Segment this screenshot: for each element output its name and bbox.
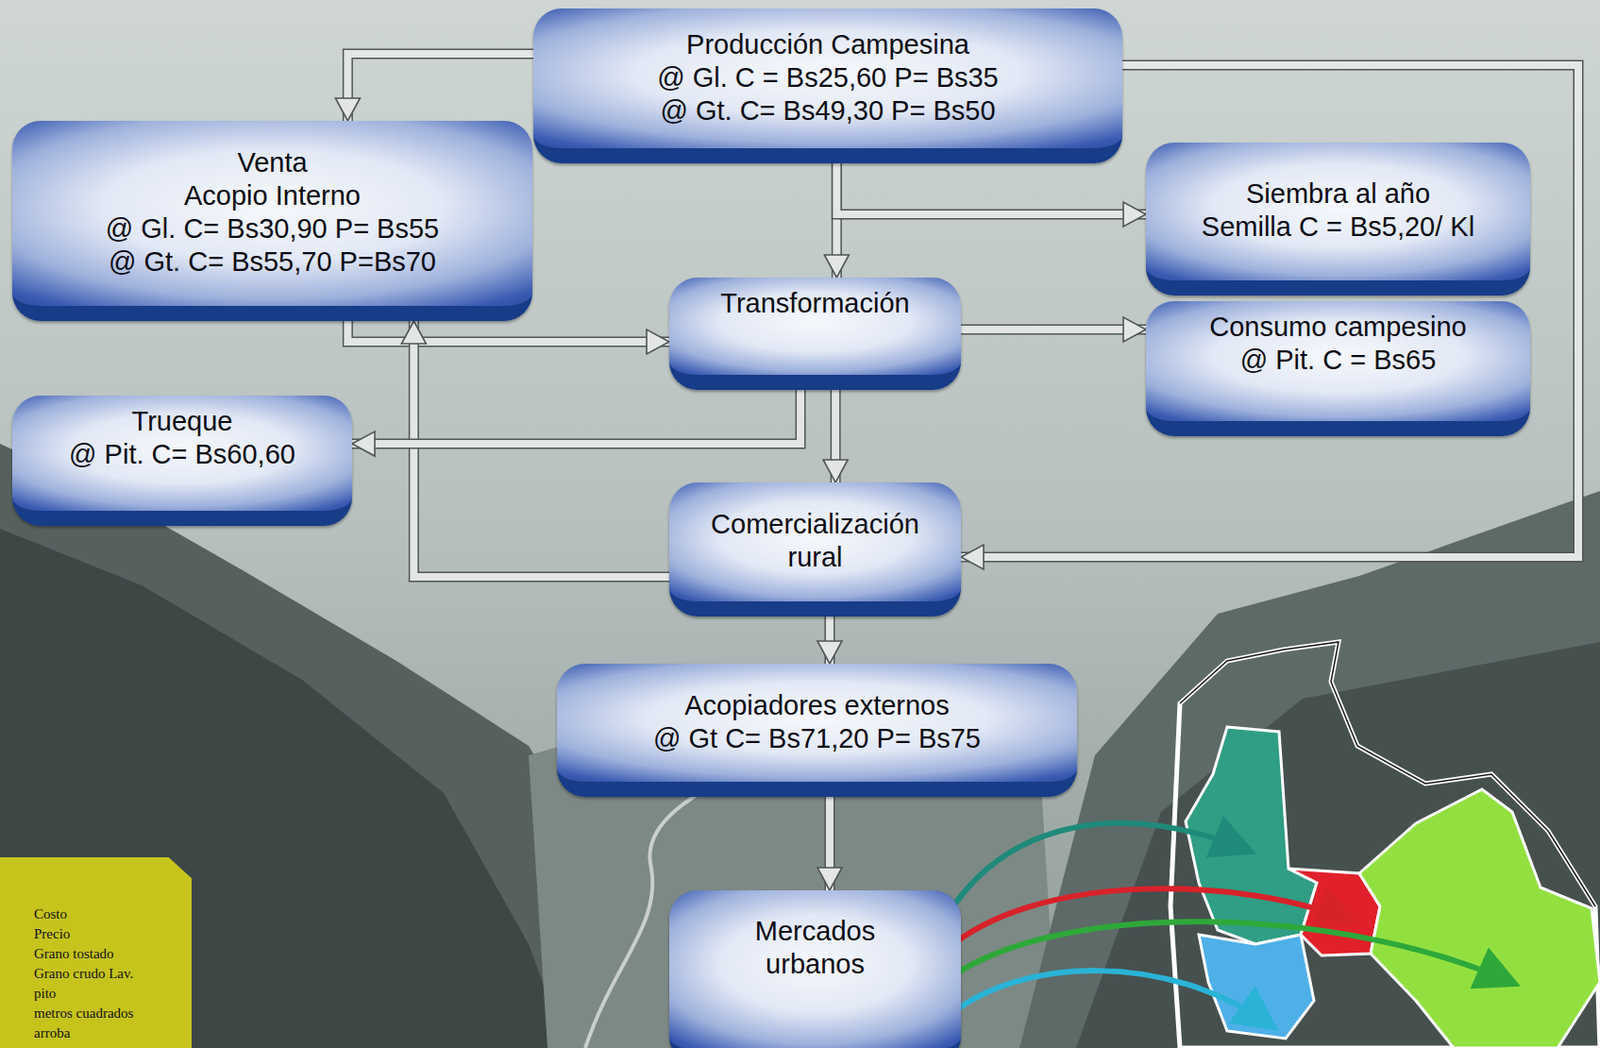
- connector-outline: [347, 320, 670, 342]
- node-text: arroba: [33, 1023, 70, 1044]
- node-text: Siembra al año: [1246, 177, 1431, 211]
- node-text: Producción Campesina: [686, 28, 970, 62]
- flow-connector: [335, 53, 534, 121]
- flow-arrow-teal: [939, 823, 1247, 930]
- arrow-head: [1123, 202, 1146, 227]
- process-box: VentaAcopio Interno@ Gl. C= Bs30,90 P= B…: [12, 120, 533, 321]
- connector-fill: [960, 325, 1146, 334]
- arrow-head: [823, 459, 848, 483]
- connector-fill: [347, 320, 670, 342]
- process-box: Mercados urbanos: [669, 890, 961, 1048]
- mountain-left-dark: [0, 528, 567, 1048]
- node-text: @ Gt C= Bs71,20 P= Bs75: [653, 722, 981, 756]
- flow-connector: [352, 389, 801, 456]
- process-box: Acopiadores externos@ Gt C= Bs71,20 P= B…: [556, 663, 1078, 797]
- node-text: @ Gl. C = Bs25,60 P= Bs35: [656, 61, 999, 95]
- arrow-head: [401, 320, 426, 344]
- abbreviation-key: CostoPrecioGrano tostadoGrano crudo Lav.…: [0, 857, 192, 1048]
- arrow-head: [960, 544, 984, 570]
- flow-connector: [823, 389, 848, 483]
- flow-connector: [817, 796, 843, 891]
- node-text: @ Pit. C= Bs60,60: [68, 437, 296, 472]
- flow-connector: [817, 616, 843, 664]
- flow-arrow-green: [943, 921, 1511, 982]
- node-text: Transformación: [720, 286, 910, 320]
- node-text: Costo: [33, 904, 68, 925]
- map-region-blue: [1198, 934, 1314, 1039]
- arrow-head: [352, 431, 375, 456]
- process-box: Producción Campesina@ Gl. C = Bs25,60 P=…: [533, 8, 1123, 164]
- node-text: Precio: [33, 924, 70, 944]
- connector-fill: [352, 389, 801, 444]
- connector-outline: [960, 324, 1146, 336]
- arrow-head: [824, 254, 849, 278]
- node-text: metros cuadrados: [33, 1003, 134, 1024]
- node-text: Consumo campesino: [1209, 310, 1466, 344]
- flow-connector: [836, 163, 1146, 227]
- mountain-right-dark: [1076, 641, 1600, 1048]
- node-text: Venta: [236, 146, 307, 180]
- map-region-green: [1359, 789, 1600, 1048]
- node-text: Comercialización rural: [692, 507, 939, 574]
- node-text: Acopio Interno: [184, 179, 361, 213]
- connector-outline: [347, 53, 534, 121]
- node-text: pito: [33, 983, 56, 1004]
- node-text: Mercados urbanos: [721, 914, 910, 981]
- arrow-head: [817, 867, 843, 891]
- node-text: Trueque: [132, 404, 234, 438]
- node-text: Grano tostado: [33, 943, 115, 964]
- arrow-head: [335, 98, 360, 121]
- process-box: Transformación: [669, 277, 961, 390]
- arrow-head: [646, 329, 670, 354]
- arrow-head: [817, 640, 843, 664]
- connector-outline: [352, 389, 801, 444]
- arrow-head: [1123, 317, 1146, 342]
- process-box: Trueque@ Pit. C= Bs60,60: [12, 395, 353, 526]
- node-text: Semilla C = Bs5,20/ Kl: [1201, 210, 1475, 244]
- flow-arrow-red: [943, 888, 1350, 952]
- process-box: Consumo campesino@ Pit. C = Bs65: [1145, 301, 1531, 437]
- process-box: Comercialización rural: [669, 482, 961, 617]
- node-text: Grano crudo Lav.: [33, 963, 134, 984]
- flow-connector: [960, 317, 1146, 342]
- connector-outline: [836, 163, 1146, 215]
- connector-fill: [836, 163, 1146, 215]
- flow-connector: [347, 320, 670, 354]
- node-text: @ Pit. C = Bs65: [1240, 343, 1437, 377]
- node-text: @ Gt. C= Bs49,30 P= Bs50: [659, 94, 995, 128]
- connector-fill: [347, 53, 534, 121]
- process-box: Siembra al añoSemilla C = Bs5,20/ Kl: [1145, 142, 1531, 296]
- flow-arrow-cyan: [943, 970, 1270, 1025]
- node-text: @ Gt. C= Bs55,70 P=Bs70: [108, 245, 437, 279]
- node-text: Acopiadores externos: [684, 689, 950, 723]
- node-text: @ Gl. C= Bs30,90 P= Bs55: [105, 212, 439, 246]
- mountain-right: [1019, 490, 1600, 1048]
